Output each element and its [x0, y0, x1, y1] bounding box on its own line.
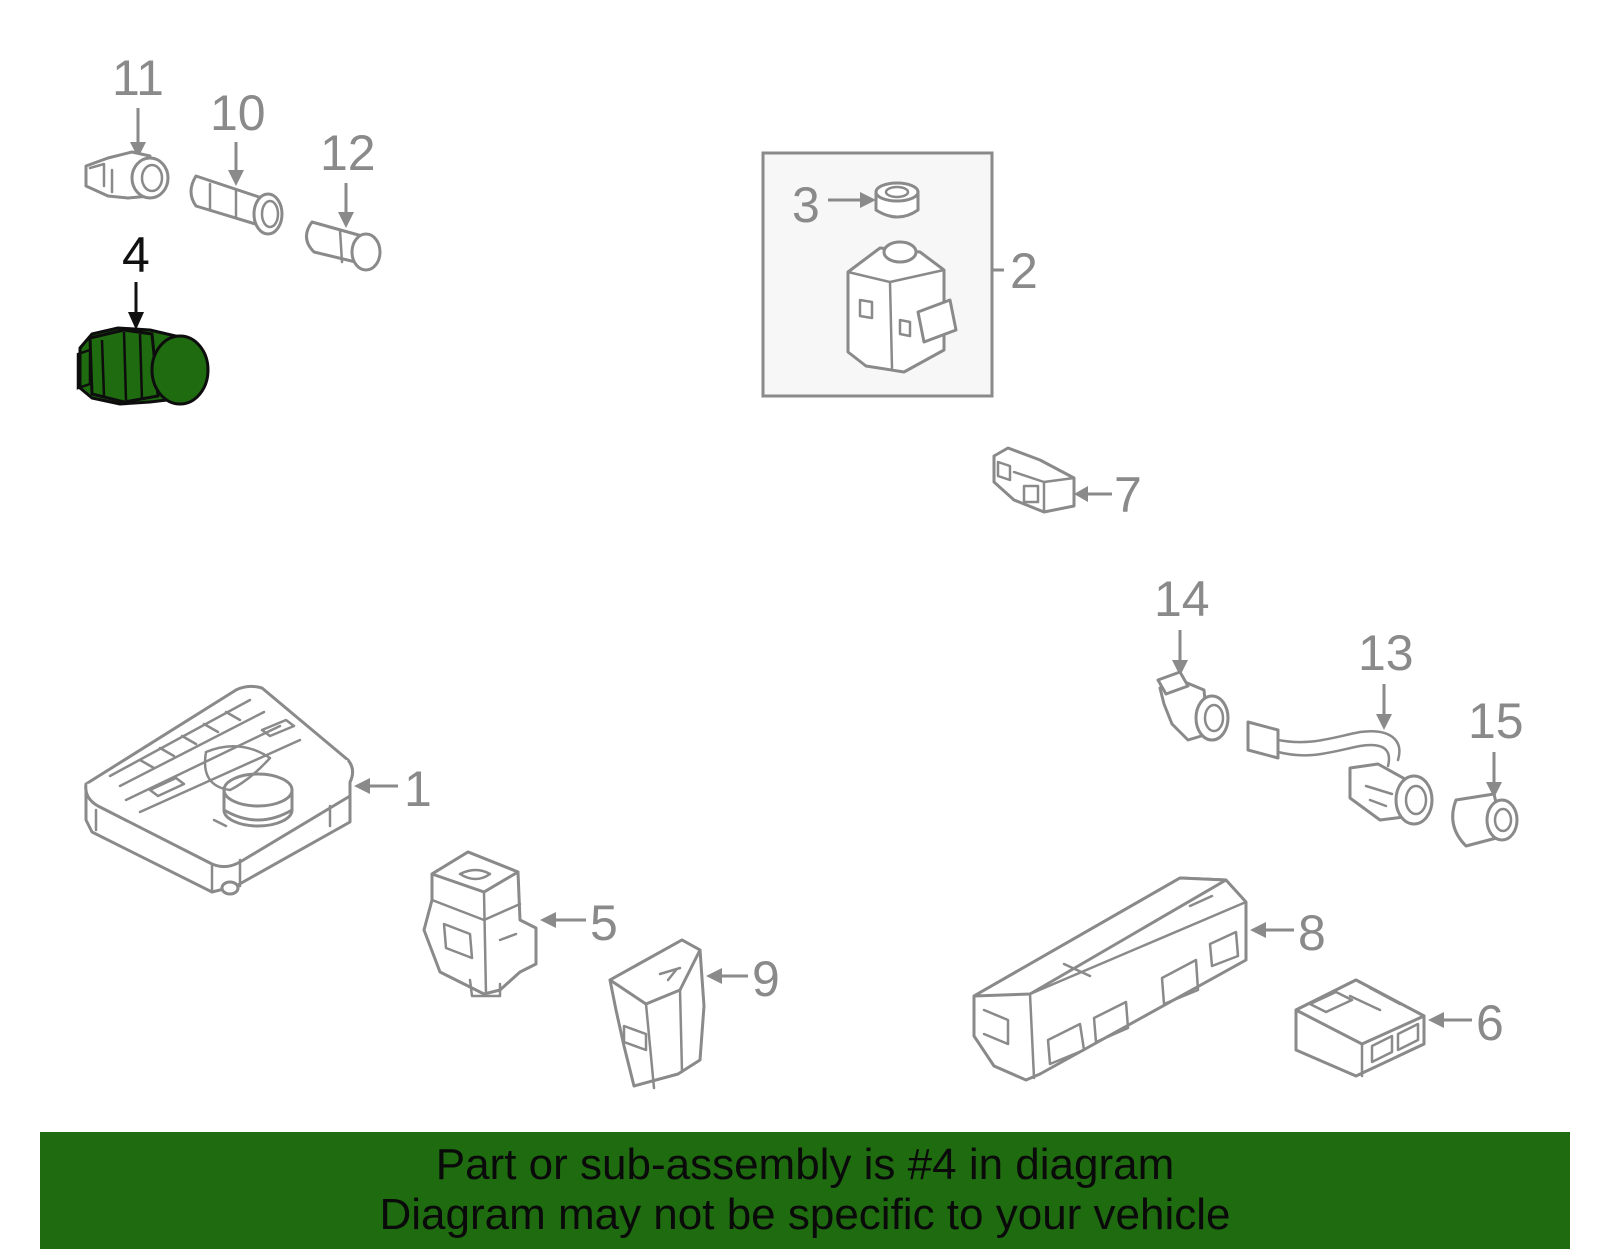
part-15[interactable]: 15: [1451, 693, 1524, 848]
part-9[interactable]: 9: [608, 938, 780, 1090]
callout-3: 3: [792, 177, 820, 233]
part-13[interactable]: 13: [1246, 625, 1434, 826]
callout-12: 12: [320, 125, 376, 181]
banner-line-2: Diagram may not be specific to your vehi…: [379, 1190, 1231, 1239]
callout-7: 7: [1114, 467, 1142, 523]
callout-8: 8: [1298, 905, 1326, 961]
part-8[interactable]: 8: [972, 876, 1326, 1082]
part-6[interactable]: 6: [1294, 978, 1504, 1078]
callout-15: 15: [1468, 693, 1524, 749]
callout-1: 1: [404, 761, 432, 817]
callout-6: 6: [1476, 995, 1504, 1051]
part-12[interactable]: 12: [305, 125, 382, 272]
callout-5: 5: [590, 895, 618, 951]
callout-9: 9: [752, 951, 780, 1007]
part-11[interactable]: 11: [84, 50, 170, 200]
part-4[interactable]: 4: [76, 227, 210, 406]
callout-2: 2: [1010, 243, 1038, 299]
info-banner: Part or sub-assembly is #4 in diagram Di…: [40, 1132, 1570, 1249]
part-14[interactable]: 14: [1154, 571, 1230, 742]
callout-13: 13: [1358, 625, 1414, 681]
part-7[interactable]: 7: [992, 446, 1142, 523]
part-10[interactable]: 10: [189, 85, 284, 236]
callout-10: 10: [210, 85, 266, 141]
callout-4: 4: [122, 227, 150, 283]
part-3[interactable]: [874, 181, 920, 219]
banner-line-1: Part or sub-assembly is #4 in diagram: [435, 1140, 1175, 1189]
part-2-assembly[interactable]: 2 3: [761, 151, 1038, 398]
callout-11: 11: [112, 50, 164, 106]
part-1[interactable]: 1: [84, 684, 432, 896]
callout-14: 14: [1154, 571, 1210, 627]
part-5[interactable]: 5: [422, 850, 618, 998]
